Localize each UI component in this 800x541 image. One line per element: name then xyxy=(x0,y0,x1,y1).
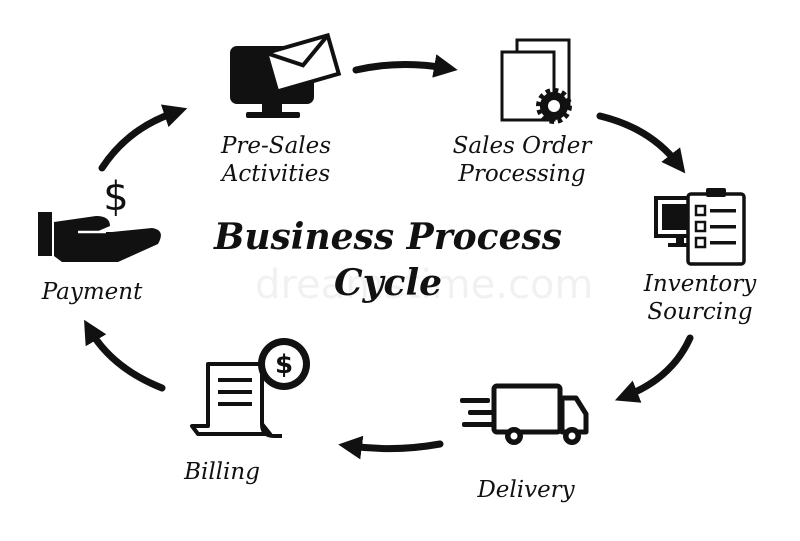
step-label-line: Pre-Sales xyxy=(220,133,332,159)
watermark: dreamstime.com xyxy=(255,262,594,308)
billing-dollar-sign: $ xyxy=(275,350,293,380)
arrow-inventory-to-delivery xyxy=(614,334,694,403)
monitor-envelope-icon xyxy=(230,32,342,118)
step-label-line: Activities xyxy=(221,161,331,187)
step-label-line: Processing xyxy=(458,161,586,187)
step-label-line: Sales Order xyxy=(452,133,592,159)
hand-dollar-icon: $ xyxy=(38,174,161,262)
delivery-truck-icon xyxy=(460,383,589,445)
step-label-line: Payment xyxy=(41,279,143,305)
arrow-presales-to-salesorder xyxy=(352,54,458,78)
arrow-billing-to-payment xyxy=(84,319,166,392)
title-line-1: Business Process xyxy=(213,216,563,258)
title-line-2: Cycle xyxy=(333,262,443,304)
documents-gear-icon xyxy=(500,38,572,124)
step-label-payment: Payment xyxy=(24,278,160,306)
step-label-line: Delivery xyxy=(477,477,575,503)
step-label-line: Inventory xyxy=(643,271,757,297)
payment-dollar-sign: $ xyxy=(103,174,128,220)
receipt-dollar-icon: $ xyxy=(190,338,310,438)
monitor-checklist-icon xyxy=(654,188,746,266)
step-label-sales-order: Sales Order Processing xyxy=(432,132,612,188)
step-label-line: Billing xyxy=(184,459,260,485)
arrow-delivery-to-billing xyxy=(338,435,444,460)
step-label-line: Sourcing xyxy=(647,299,753,325)
diagram-title: Business Process Cycle xyxy=(178,214,598,306)
step-label-presales: Pre-Sales Activities xyxy=(196,132,356,188)
arrow-payment-to-presales xyxy=(98,104,188,172)
step-label-delivery: Delivery xyxy=(456,476,596,504)
arrow-salesorder-to-inventory xyxy=(596,112,686,174)
step-label-inventory: Inventory Sourcing xyxy=(626,270,774,326)
step-label-billing: Billing xyxy=(160,458,284,486)
